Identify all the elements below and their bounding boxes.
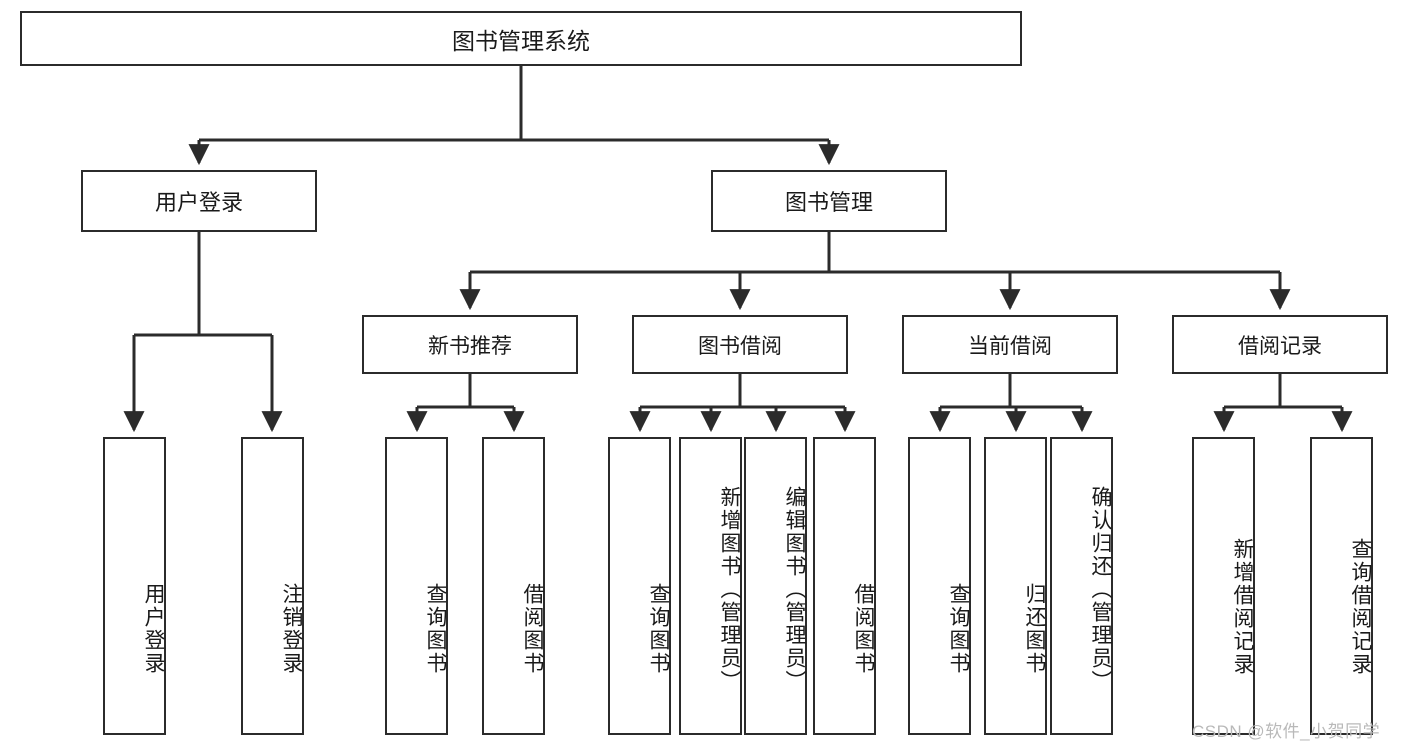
- node-leaf-return-book[interactable]: 归还图书: [984, 437, 1047, 735]
- node-leaf-add-book-admin[interactable]: 新增图书（管理员）: [679, 437, 742, 735]
- node-leaf-logout[interactable]: 注销登录: [241, 437, 304, 735]
- node-new-book-recommend-label: 新书推荐: [428, 334, 512, 358]
- node-leaf-query-book-2-label: 查询图书: [647, 582, 670, 675]
- node-leaf-user-login-label: 用户登录: [142, 582, 165, 675]
- node-leaf-return-book-label: 归还图书: [1023, 582, 1046, 675]
- watermark: CSDN @软件_小贺同学: [1192, 722, 1381, 741]
- node-leaf-query-borrow-record[interactable]: 查询借阅记录: [1310, 437, 1373, 735]
- node-leaf-edit-book-admin-label: 编辑图书（管理员）: [783, 485, 806, 693]
- node-leaf-query-borrow-record-label: 查询借阅记录: [1349, 538, 1372, 676]
- node-book-manage[interactable]: 图书管理: [711, 170, 947, 232]
- node-leaf-query-book-3-label: 查询图书: [947, 582, 970, 675]
- node-new-book-recommend[interactable]: 新书推荐: [362, 315, 578, 374]
- node-borrow-record-label: 借阅记录: [1238, 334, 1322, 358]
- node-leaf-confirm-return-admin-label: 确认归还（管理员）: [1089, 485, 1112, 693]
- node-current-borrow[interactable]: 当前借阅: [902, 315, 1118, 374]
- node-leaf-add-book-admin-label: 新增图书（管理员）: [718, 485, 741, 693]
- node-leaf-query-book-3[interactable]: 查询图书: [908, 437, 971, 735]
- node-leaf-logout-label: 注销登录: [280, 582, 303, 675]
- node-book-borrow[interactable]: 图书借阅: [632, 315, 848, 374]
- node-leaf-query-book-2[interactable]: 查询图书: [608, 437, 671, 735]
- node-root-label: 图书管理系统: [452, 27, 590, 54]
- node-leaf-confirm-return-admin[interactable]: 确认归还（管理员）: [1050, 437, 1113, 735]
- node-leaf-borrow-book-2-label: 借阅图书: [852, 582, 875, 675]
- node-book-manage-label: 图书管理: [784, 190, 873, 215]
- node-leaf-add-borrow-record-label: 新增借阅记录: [1231, 538, 1254, 676]
- node-current-borrow-label: 当前借阅: [968, 334, 1052, 358]
- node-root[interactable]: 图书管理系统: [20, 11, 1022, 66]
- node-user-login-label: 用户登录: [154, 190, 243, 215]
- node-user-login[interactable]: 用户登录: [81, 170, 317, 232]
- node-book-borrow-label: 图书借阅: [698, 334, 782, 358]
- node-borrow-record[interactable]: 借阅记录: [1172, 315, 1388, 374]
- node-leaf-user-login[interactable]: 用户登录: [103, 437, 166, 735]
- node-leaf-query-book-1[interactable]: 查询图书: [385, 437, 448, 735]
- node-leaf-add-borrow-record[interactable]: 新增借阅记录: [1192, 437, 1255, 735]
- node-leaf-borrow-book-2[interactable]: 借阅图书: [813, 437, 876, 735]
- node-leaf-query-book-1-label: 查询图书: [424, 582, 447, 675]
- node-leaf-borrow-book-1-label: 借阅图书: [521, 582, 544, 675]
- node-leaf-edit-book-admin[interactable]: 编辑图书（管理员）: [744, 437, 807, 735]
- node-leaf-borrow-book-1[interactable]: 借阅图书: [482, 437, 545, 735]
